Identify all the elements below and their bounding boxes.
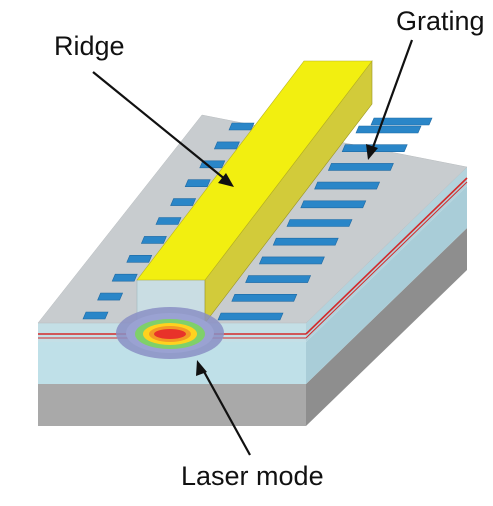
arrow-icon [196, 360, 207, 376]
grating-label: Grating [396, 6, 485, 36]
grating-bar-left [140, 236, 167, 244]
arrow-icon [201, 367, 251, 456]
grating-bar-left [184, 179, 211, 187]
grating-bar-right [286, 219, 353, 227]
substrate-side-face [306, 228, 467, 426]
grating-bar-right [300, 200, 367, 209]
substrate-front-face [38, 384, 306, 426]
lower-layer-side-face [306, 186, 467, 384]
grating-bar-left [213, 141, 240, 150]
laser-mode-label: Laser mode [181, 461, 324, 491]
grating-bar-right [258, 256, 325, 265]
grating-bar-right [327, 163, 394, 171]
active-layer-line-side-1 [305, 177, 468, 335]
arrow-icon [370, 39, 414, 151]
grating-bar-left [126, 255, 153, 263]
grating-bar-left [97, 292, 124, 301]
arrow-icon [92, 71, 227, 181]
lower-cladding-layer [38, 186, 467, 384]
grating-bar-left [111, 273, 138, 282]
grating-bar-left [170, 198, 197, 206]
ridge-top-face [136, 60, 373, 281]
arrow-icon [366, 144, 378, 160]
grating-bar-right [231, 293, 298, 302]
grating-bar-right [355, 125, 422, 134]
grating-bar-left [82, 311, 109, 320]
grating-bar-left [155, 217, 182, 225]
grating-bar-right [272, 237, 339, 246]
grating-bar-left [228, 122, 255, 131]
grating-bar-right [370, 117, 433, 126]
mode-core [154, 329, 186, 339]
grating-bar-right [217, 312, 284, 321]
laser-mode-profile [116, 307, 224, 359]
arrows [92, 39, 414, 456]
arrow-icon [218, 173, 234, 187]
substrate [38, 228, 467, 426]
active-layer-line-side-2 [305, 181, 468, 339]
grating-bar-right [245, 275, 312, 283]
upper-layer-side-face [306, 167, 467, 342]
lower-layer-front-face [38, 342, 306, 384]
grating-bar-right [314, 181, 381, 190]
ridge-label: Ridge [54, 31, 125, 61]
grating-bars [82, 117, 433, 321]
